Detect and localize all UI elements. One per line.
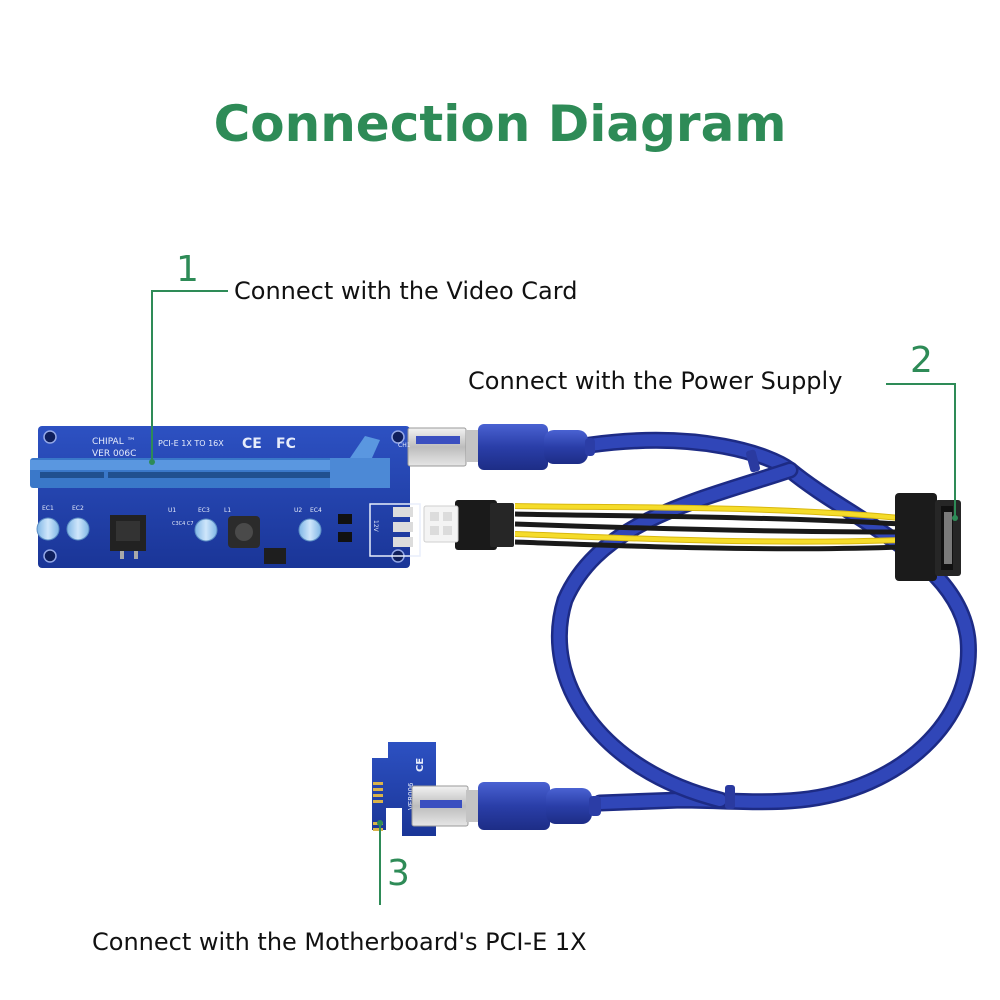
callout-text-video-card: Connect with the Video Card: [234, 277, 578, 305]
callout-text-power-supply: Connect with the Power Supply: [468, 367, 843, 395]
callout-number-3: 3: [387, 853, 410, 894]
usb-plug-bottom: [466, 782, 601, 830]
riser-board: CHIPAL ™ VER 006C PCI-E 1X TO 16X CE FC …: [30, 426, 467, 568]
sata-power-connector: [895, 493, 961, 581]
c3c4-label: C3C4 C7: [172, 521, 194, 527]
ec3-label: EC3: [198, 507, 210, 514]
l1-label: L1: [224, 507, 231, 514]
callout-dot-3: [377, 820, 383, 826]
callout-number-2: 2: [910, 340, 933, 381]
board-model-label: PCI-E 1X TO 16X: [158, 439, 224, 448]
small-card-ce: CE: [415, 758, 426, 772]
usb-cable: [550, 431, 977, 812]
board-brand-label: CHIPAL ™: [92, 437, 136, 447]
callout-lines: [149, 290, 958, 905]
u2-label: U2: [294, 507, 302, 514]
callout-dot-2: [952, 515, 958, 521]
ec4-label: EC4: [310, 507, 322, 514]
callout-text-motherboard: Connect with the Motherboard's PCI-E 1X: [92, 928, 587, 956]
six-pin-connector: [423, 500, 514, 550]
callout-number-1: 1: [176, 249, 199, 290]
fc-mark: FC: [276, 436, 296, 452]
ec1-label: EC1: [42, 505, 54, 512]
diagram-title: Connection Diagram: [213, 95, 787, 153]
12v-label: 12V: [372, 520, 379, 533]
capacitors: [36, 517, 322, 542]
callout-line-1: [151, 290, 228, 462]
board-version-label: VER 006C: [92, 449, 136, 459]
small-card-version: VER006: [407, 782, 415, 810]
pcie-1x-card: CE VER006: [372, 742, 469, 836]
callout-dot-1: [149, 459, 155, 465]
ce-mark: CE: [242, 436, 262, 452]
ch1-label: CH1: [398, 442, 411, 449]
u1-label: U1: [168, 507, 176, 514]
power-wires: [514, 503, 901, 552]
usb-plug-top: [466, 424, 595, 470]
callout-line-2: [886, 383, 956, 518]
ec2-label: EC2: [72, 505, 84, 512]
